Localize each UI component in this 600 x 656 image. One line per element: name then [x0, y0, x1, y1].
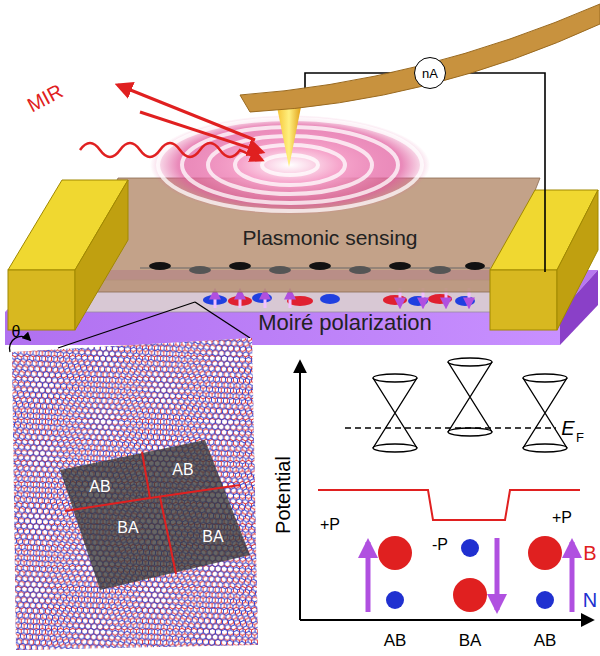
- atom-label: N: [583, 590, 597, 610]
- axis-tick-label: AB: [384, 632, 407, 649]
- meter-label: nA: [422, 67, 438, 80]
- ammeter-symbol: nA: [414, 57, 446, 89]
- stacking-label: BA: [117, 520, 138, 536]
- axis-tick-label: AB: [534, 632, 557, 649]
- axis-title: Potential: [273, 456, 293, 534]
- stacking-label: BA: [202, 529, 223, 545]
- layer-label: Plasmonic sensing: [242, 227, 417, 248]
- stacking-label: AB: [172, 462, 193, 478]
- axis-tick-label: BA: [459, 632, 482, 649]
- stacking-label: AB: [89, 479, 110, 495]
- polarization-label: -P: [432, 537, 448, 553]
- layer-label: Moiré polarization: [258, 312, 432, 334]
- beam-label: MIR: [24, 81, 66, 116]
- angle-label: θ: [12, 324, 21, 340]
- fermi-level-subscript: F: [576, 431, 584, 444]
- polarization-label: +P: [320, 517, 340, 533]
- fermi-level-label: E: [561, 418, 574, 438]
- polarization-label: +P: [552, 510, 572, 526]
- atom-label: B: [583, 543, 596, 563]
